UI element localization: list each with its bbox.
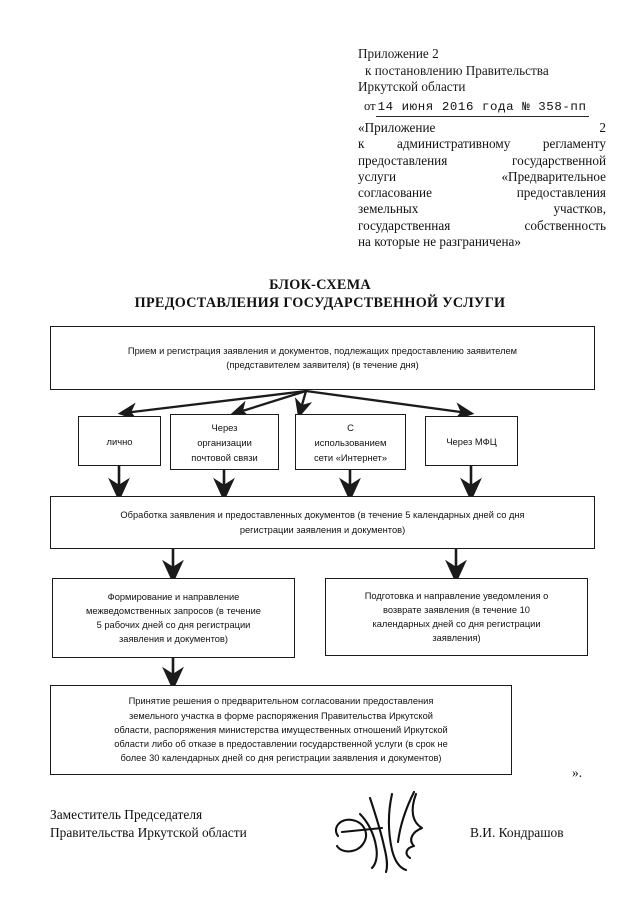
interdepartmental-line-4: заявления и документов) <box>119 634 228 645</box>
interdepartmental-line-3: 5 рабочих дней со дня регистрации <box>96 620 251 630</box>
title-line-2: ПРЕДОСТАВЛЕНИЯ ГОСУДАРСТВЕННОЙ УСЛУГИ <box>134 295 506 311</box>
signatory-name: В.И. Кондрашов <box>470 825 564 840</box>
closing-quote-mark: ». <box>572 765 583 780</box>
channel-post-line-2: организации <box>197 436 252 448</box>
flow-node-intake[interactable]: Прием и регистрация заявления и документ… <box>50 326 595 390</box>
interdepartmental-line-2: межведомственных запросов (в течение <box>86 605 261 616</box>
interdepartmental-line-1: Формирование и направление <box>107 591 240 602</box>
header-line-authority: к постановлению Правительства <box>365 62 549 78</box>
flow-node-decision[interactable]: Принятие решения о предварительном согла… <box>50 685 512 775</box>
appendix-line-5: согласование предоставления <box>358 185 606 201</box>
processing-line-1: Обработка заявления и предоставленных до… <box>120 510 525 521</box>
flow-node-channel-internet[interactable]: С использованием сети «Интернет» <box>295 414 406 470</box>
signatory-position-line-1: Заместитель Председателя <box>50 807 203 822</box>
decision-line-5: более 30 календарных дней со дня регистр… <box>120 753 442 764</box>
appendix-reference-block: «Приложение 2 к административному реглам… <box>358 120 606 250</box>
intake-line-2: (представителем заявителя) (в течение дн… <box>226 360 419 370</box>
title-line-1: БЛОК-СХЕМА <box>269 277 371 293</box>
return-notice-line-1: Подготовка и направление уведомления о <box>364 590 549 601</box>
decision-line-4: области либо об отказе в предоставлении … <box>114 739 448 750</box>
appendix-line-4: услуги «Предварительное <box>358 168 606 184</box>
channel-internet-line-1: С <box>347 421 354 433</box>
appendix-line-7: государственная собственность <box>358 217 606 233</box>
decision-line-3: области, распоряжения министерства имуще… <box>114 724 448 735</box>
flow-node-channel-personal[interactable]: лично <box>78 416 161 466</box>
channel-internet-line-2: использованием <box>314 436 387 448</box>
channel-post-line-1: Через <box>211 421 238 433</box>
page-title: БЛОК-СХЕМА ПРЕДОСТАВЛЕНИЯ ГОСУДАРСТВЕННО… <box>0 276 640 312</box>
appendix-line-6: земельных участков, <box>358 201 606 217</box>
flow-node-interdepartmental-requests[interactable]: Формирование и направление межведомствен… <box>52 578 295 658</box>
flow-node-channel-mfc[interactable]: Через МФЦ <box>425 416 518 466</box>
appendix-line-8: на которые не разграничена» <box>358 234 521 250</box>
appendix-line-1: «Приложение 2 <box>358 120 606 135</box>
signatory-position: Заместитель Председателя Правительства И… <box>50 806 247 841</box>
decision-line-2: земельного участка в форме распоряжения … <box>129 710 433 721</box>
header-line-region: Иркутской области <box>358 79 466 94</box>
appendix-line-3: предоставления государственной <box>358 152 606 168</box>
date-label: от <box>364 99 376 113</box>
return-notice-line-2: возврате заявления (в течение 10 <box>383 604 530 615</box>
channel-internet-line-3: сети «Интернет» <box>313 451 388 463</box>
channel-mfc-label: Через МФЦ <box>446 435 497 447</box>
channel-personal-label: лично <box>106 435 133 447</box>
intake-line-1: Прием и регистрация заявления и документ… <box>127 345 518 356</box>
date-value: 14 июня 2016 года № 358-пп <box>375 100 589 117</box>
decision-line-1: Принятие решения о предварительном согла… <box>128 696 434 707</box>
channel-post-line-3: почтовой связи <box>191 451 258 463</box>
document-header: Приложение 2 к постановлению Правительст… <box>358 46 604 96</box>
signatory-position-line-2: Правительства Иркутской области <box>50 824 247 840</box>
flow-node-return-notice[interactable]: Подготовка и направление уведомления о в… <box>325 578 588 656</box>
handwritten-signature-icon <box>330 788 460 874</box>
processing-line-2: регистрации заявления и документов) <box>239 524 406 535</box>
appendix-line-2: к административному регламенту <box>358 136 606 152</box>
flow-node-processing[interactable]: Обработка заявления и предоставленных до… <box>50 496 595 549</box>
header-line-appendix: Приложение 2 <box>358 46 439 61</box>
return-notice-line-3: календарных дней со дня регистрации <box>372 619 541 629</box>
return-notice-line-4: заявления) <box>432 633 481 644</box>
flow-node-channel-post[interactable]: Через организации почтовой связи <box>170 414 279 470</box>
